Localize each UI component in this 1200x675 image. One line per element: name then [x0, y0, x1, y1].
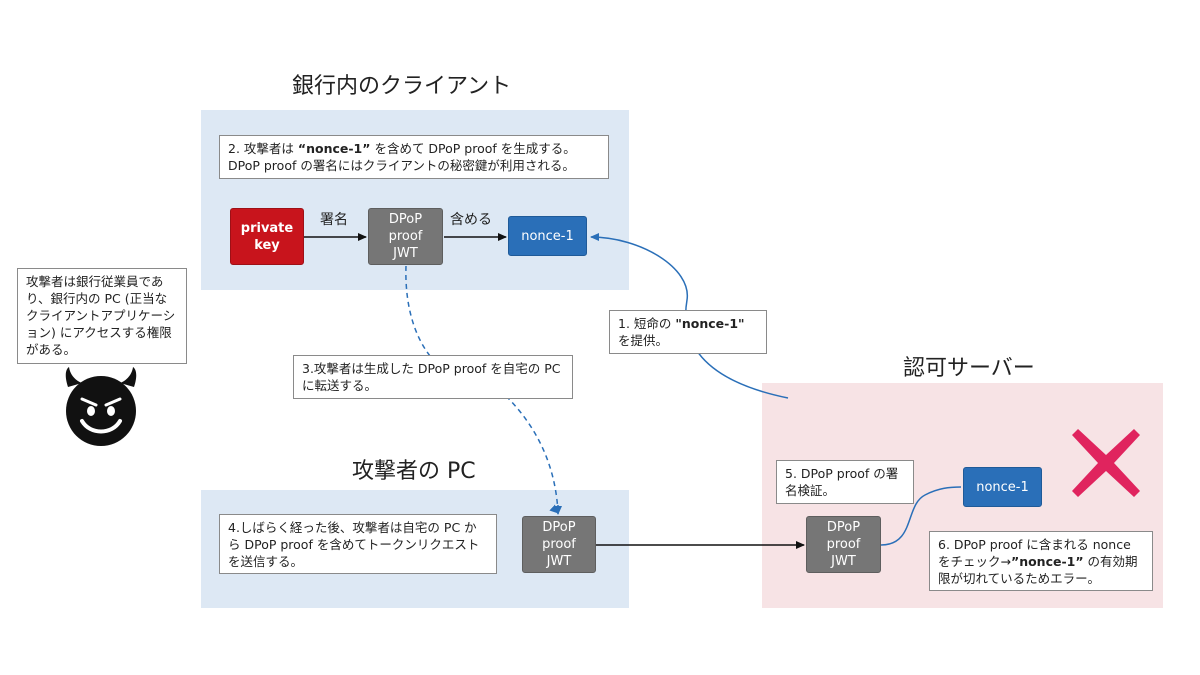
- step2-note: 2. 攻撃者は “nonce-1” を含めて DPoP proof を生成する。…: [219, 135, 609, 179]
- attacker-pc-title: 攻撃者の PC: [352, 459, 476, 484]
- bank-client-title: 銀行内のクライアント: [292, 74, 512, 99]
- step2-text-bold: “nonce-1”: [297, 141, 371, 156]
- step1-text-b: を提供。: [618, 333, 669, 348]
- nonce-client-box: nonce-1: [508, 216, 587, 256]
- step2-text-line2: DPoP proof の署名にはクライアントの秘密鍵が利用される。: [228, 158, 575, 173]
- devil-face-icon: [65, 367, 137, 446]
- attacker-info-note: 攻撃者は銀行従業員であり、銀行内の PC (正当なクライアントアプリケーション)…: [17, 268, 187, 364]
- step6-text-b: の有効期限が切れているためエラー。: [938, 554, 1138, 586]
- step4-note: 4.しばらく経った後、攻撃者は自宅の PC から DPoP proof を含めて…: [219, 514, 497, 574]
- step6-note: 6. DPoP proof に含まれる nonce をチェック→”nonce-1…: [929, 531, 1153, 591]
- dpop-proof-client-box: DPoP proof JWT: [368, 208, 443, 265]
- transfer-dashed-arrow: [405, 265, 559, 514]
- include-label: 含める: [450, 212, 492, 228]
- auth-server-title: 認可サーバー: [903, 356, 1035, 381]
- dpop-proof-attacker-box: DPoP proof JWT: [522, 516, 596, 573]
- step3-note: 3.攻撃者は生成した DPoP proof を自宅の PC に転送する。: [293, 355, 573, 399]
- step6-text-a: 6. DPoP proof に含まれる nonce をチェック→: [938, 537, 1131, 569]
- step2-text-a: 2. 攻撃者は: [228, 141, 298, 156]
- sign-label: 署名: [320, 212, 348, 228]
- provide-nonce-arrow: [590, 233, 789, 399]
- step1-note: 1. 短命の "nonce-1" を提供。: [609, 310, 767, 354]
- private-key-box: private key: [230, 208, 304, 265]
- dpop-proof-server-box: DPoP proof JWT: [806, 516, 881, 573]
- red-x-icon: [1072, 429, 1140, 497]
- step1-text-bold: "nonce-1": [675, 316, 745, 331]
- check-nonce-curve: [880, 486, 962, 546]
- step5-note: 5. DPoP proof の署名検証。: [776, 460, 914, 504]
- nonce-server-box: nonce-1: [963, 467, 1042, 507]
- step2-text-b: を含めて DPoP proof を生成する。: [370, 141, 576, 156]
- step6-text-bold: ”nonce-1”: [1010, 554, 1084, 569]
- step1-text-a: 1. 短命の: [618, 316, 676, 331]
